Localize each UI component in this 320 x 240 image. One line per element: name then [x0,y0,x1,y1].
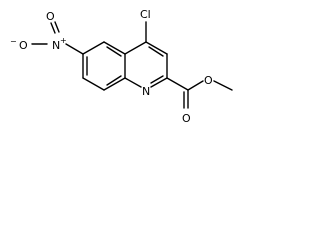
bond [150,77,168,88]
double-bond-inner [150,75,164,84]
ester-carbonyl-oxygen-label: O [182,112,191,125]
bond-group [31,21,233,109]
bond [50,22,56,34]
quinoline-structure: Cl N + O O − N O O [10,8,233,125]
bond [82,77,105,91]
nitro-oxygen-lower-label: O [19,39,28,52]
structure-canvas: Cl N + O O − N O O [0,0,250,137]
ring-nitrogen-label: N [142,85,150,98]
atom-label-group: Cl N + O O − N O O [10,8,213,125]
double-bond-inner [106,75,122,86]
nitro-plus-charge: + [60,36,67,45]
chlorine-label: Cl [140,8,151,21]
bond [124,41,147,55]
bond [103,41,126,55]
double-bond-inner [54,21,60,33]
nitro-nitrogen-label: N [52,39,60,52]
nitro-minus-charge: − [10,37,17,46]
double-bond-inner [106,46,122,57]
bond [65,43,84,55]
bond [187,80,204,91]
bond [82,41,105,55]
bond [213,80,233,91]
bond [145,41,168,55]
bond [103,77,126,91]
double-bond-inner [148,46,164,57]
nitro-oxygen-upper-label: O [46,10,55,23]
bond [166,77,189,91]
bond [124,77,142,88]
ester-ether-oxygen-label: O [204,74,213,87]
